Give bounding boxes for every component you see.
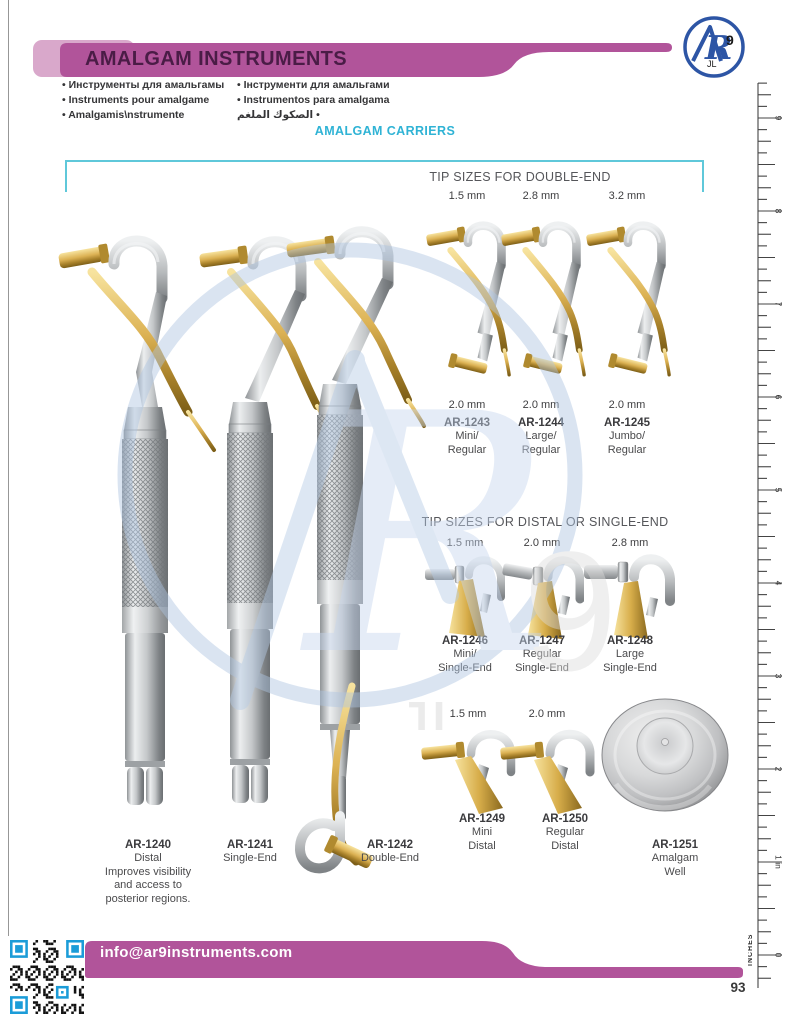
instrument-figure-ar-1240 <box>58 235 216 805</box>
tip-size-label: 2.0 mm <box>448 399 486 411</box>
product-code: AR-1251 <box>651 839 699 851</box>
bullet-line: Інструменти для амальгами <box>237 78 390 93</box>
gold-nozzle <box>286 235 336 258</box>
tip-size-label: 3.2 mm <box>608 190 646 202</box>
page-number: 93 <box>730 980 746 995</box>
product-label-ar-1247: AR-1247 Regular Single-End <box>487 634 597 675</box>
gold-nozzle <box>58 243 110 269</box>
tip-size-label: 1.5 mm <box>446 537 484 549</box>
tip-size-label: 1.5 mm <box>449 708 487 720</box>
gold-lever <box>227 268 321 410</box>
product-code: AR-1247 <box>518 635 566 647</box>
handle-shaft <box>227 402 273 803</box>
svg-text:2: 2 <box>774 767 784 772</box>
product-code: AR-1249 <box>458 813 506 825</box>
contact-email[interactable]: info@ar9instruments.com <box>100 944 293 961</box>
bullet-line: Instrumentos para amalgama <box>237 93 390 108</box>
product-label-ar-1249: AR-1249 Mini Distal <box>427 812 537 853</box>
instrument-figure-ar-1242 <box>286 226 426 874</box>
product-code: AR-1243 <box>443 417 491 429</box>
product-code: AR-1240 <box>124 839 172 851</box>
steel-neck <box>136 292 167 412</box>
tip-size-label: 1.5 mm <box>448 190 486 202</box>
well-figure-ar-1251 <box>601 698 729 812</box>
product-label-ar-1246: AR-1246 Mini/ Single-End <box>410 634 520 675</box>
bullets-left-column: Инструменты для амальгамы Instruments po… <box>62 78 224 123</box>
section-bracket <box>65 160 704 192</box>
tip-size-label: 2.8 mm <box>522 190 560 202</box>
product-code: AR-1250 <box>541 813 589 825</box>
handle-shaft <box>122 407 168 805</box>
svg-text:7: 7 <box>774 302 784 307</box>
group-title-single-end: TIP SIZES FOR DISTAL OR SINGLE-END <box>421 515 669 529</box>
tip-figure-ar-1244 <box>497 208 587 398</box>
bullets-right-column: Інструменти для амальгами Instrumentos p… <box>237 78 390 123</box>
gold-bottom-nozzle <box>324 835 373 868</box>
tip-figure-ar-1248 <box>584 554 675 639</box>
bullet-line: Instruments pour amalgame <box>62 93 224 108</box>
svg-text:1 in: 1 in <box>774 855 784 869</box>
product-label-ar-1248: AR-1248 Large Single-End <box>575 634 685 675</box>
steel-neck <box>245 290 305 402</box>
svg-text:9: 9 <box>774 116 784 121</box>
bullet-line: Amalgamis\nstrumente <box>62 108 224 123</box>
tip-size-label: 2.0 mm <box>528 708 566 720</box>
ruler-unit-label: INCHES <box>748 934 754 966</box>
product-code: AR-1244 <box>517 417 565 429</box>
gold-lever <box>314 258 412 404</box>
header-banner <box>60 43 672 77</box>
footer-banner <box>85 941 743 978</box>
product-code: AR-1245 <box>603 417 651 429</box>
left-margin-line <box>8 0 9 936</box>
product-code: AR-1248 <box>606 635 654 647</box>
section-title: AMALGAM CARRIERS <box>314 124 456 138</box>
product-code: AR-1246 <box>441 635 489 647</box>
product-code: AR-1241 <box>226 839 274 851</box>
steel-neck <box>332 278 393 384</box>
ruler: INCHES 9 8 7 6 5 4 3 2 1 in 0 <box>748 82 784 988</box>
product-label-ar-1240: AR-1240 Distal Improves visibility and a… <box>78 838 218 906</box>
tip-figure-ar-1250 <box>500 729 595 814</box>
product-label-ar-1250: AR-1250 Regular Distal <box>510 812 620 853</box>
tip-figure-ar-1247 <box>502 556 584 639</box>
group-title-double-end: TIP SIZES FOR DOUBLE-END <box>429 170 611 184</box>
bullet-line: Инструменты для амальгамы <box>62 78 225 93</box>
svg-text:6: 6 <box>774 395 784 400</box>
logo-sub-jl: JL <box>707 59 717 69</box>
brand-logo: R 9 JL <box>681 14 747 80</box>
tip-figure-ar-1246 <box>425 556 505 637</box>
steel-hook-bottom <box>295 811 345 874</box>
tip-size-label: 2.0 mm <box>523 537 561 549</box>
product-code: AR-1242 <box>366 839 414 851</box>
logo-letter-a-shape <box>691 25 723 62</box>
product-label-ar-1245: AR-1245 Jumbo/ Regular <box>572 416 682 457</box>
svg-text:0: 0 <box>774 953 784 958</box>
tip-size-label: 2.8 mm <box>611 537 649 549</box>
tip-size-label: 2.0 mm <box>608 399 646 411</box>
svg-text:3: 3 <box>774 674 784 679</box>
svg-text:5: 5 <box>774 488 784 493</box>
product-label-ar-1243: AR-1243 Mini/ Regular <box>412 416 522 457</box>
page-title: AMALGAM INSTRUMENTS <box>85 48 348 70</box>
gold-nozzle <box>199 245 249 268</box>
product-label-ar-1251: AR-1251 Amalgam Well <box>620 838 730 879</box>
logo-digit-9: 9 <box>726 32 734 48</box>
product-label-ar-1244: AR-1244 Large/ Regular <box>486 416 596 457</box>
handle-shaft <box>317 384 363 730</box>
svg-text:4: 4 <box>774 581 784 586</box>
brand-logo-icon: R 9 JL <box>683 16 745 78</box>
product-label-ar-1242: AR-1242 Double-End <box>320 838 460 866</box>
svg-text:8: 8 <box>774 209 784 214</box>
tip-size-label: 2.0 mm <box>522 399 560 411</box>
qr-code <box>10 940 84 1014</box>
gold-lever <box>87 267 193 417</box>
product-label-ar-1241: AR-1241 Single-End <box>180 838 320 866</box>
tip-figure-ar-1245 <box>582 208 672 398</box>
instrument-figure-ar-1241 <box>199 236 333 803</box>
bullet-line-arabic: الصكوك الملغم <box>237 108 390 123</box>
